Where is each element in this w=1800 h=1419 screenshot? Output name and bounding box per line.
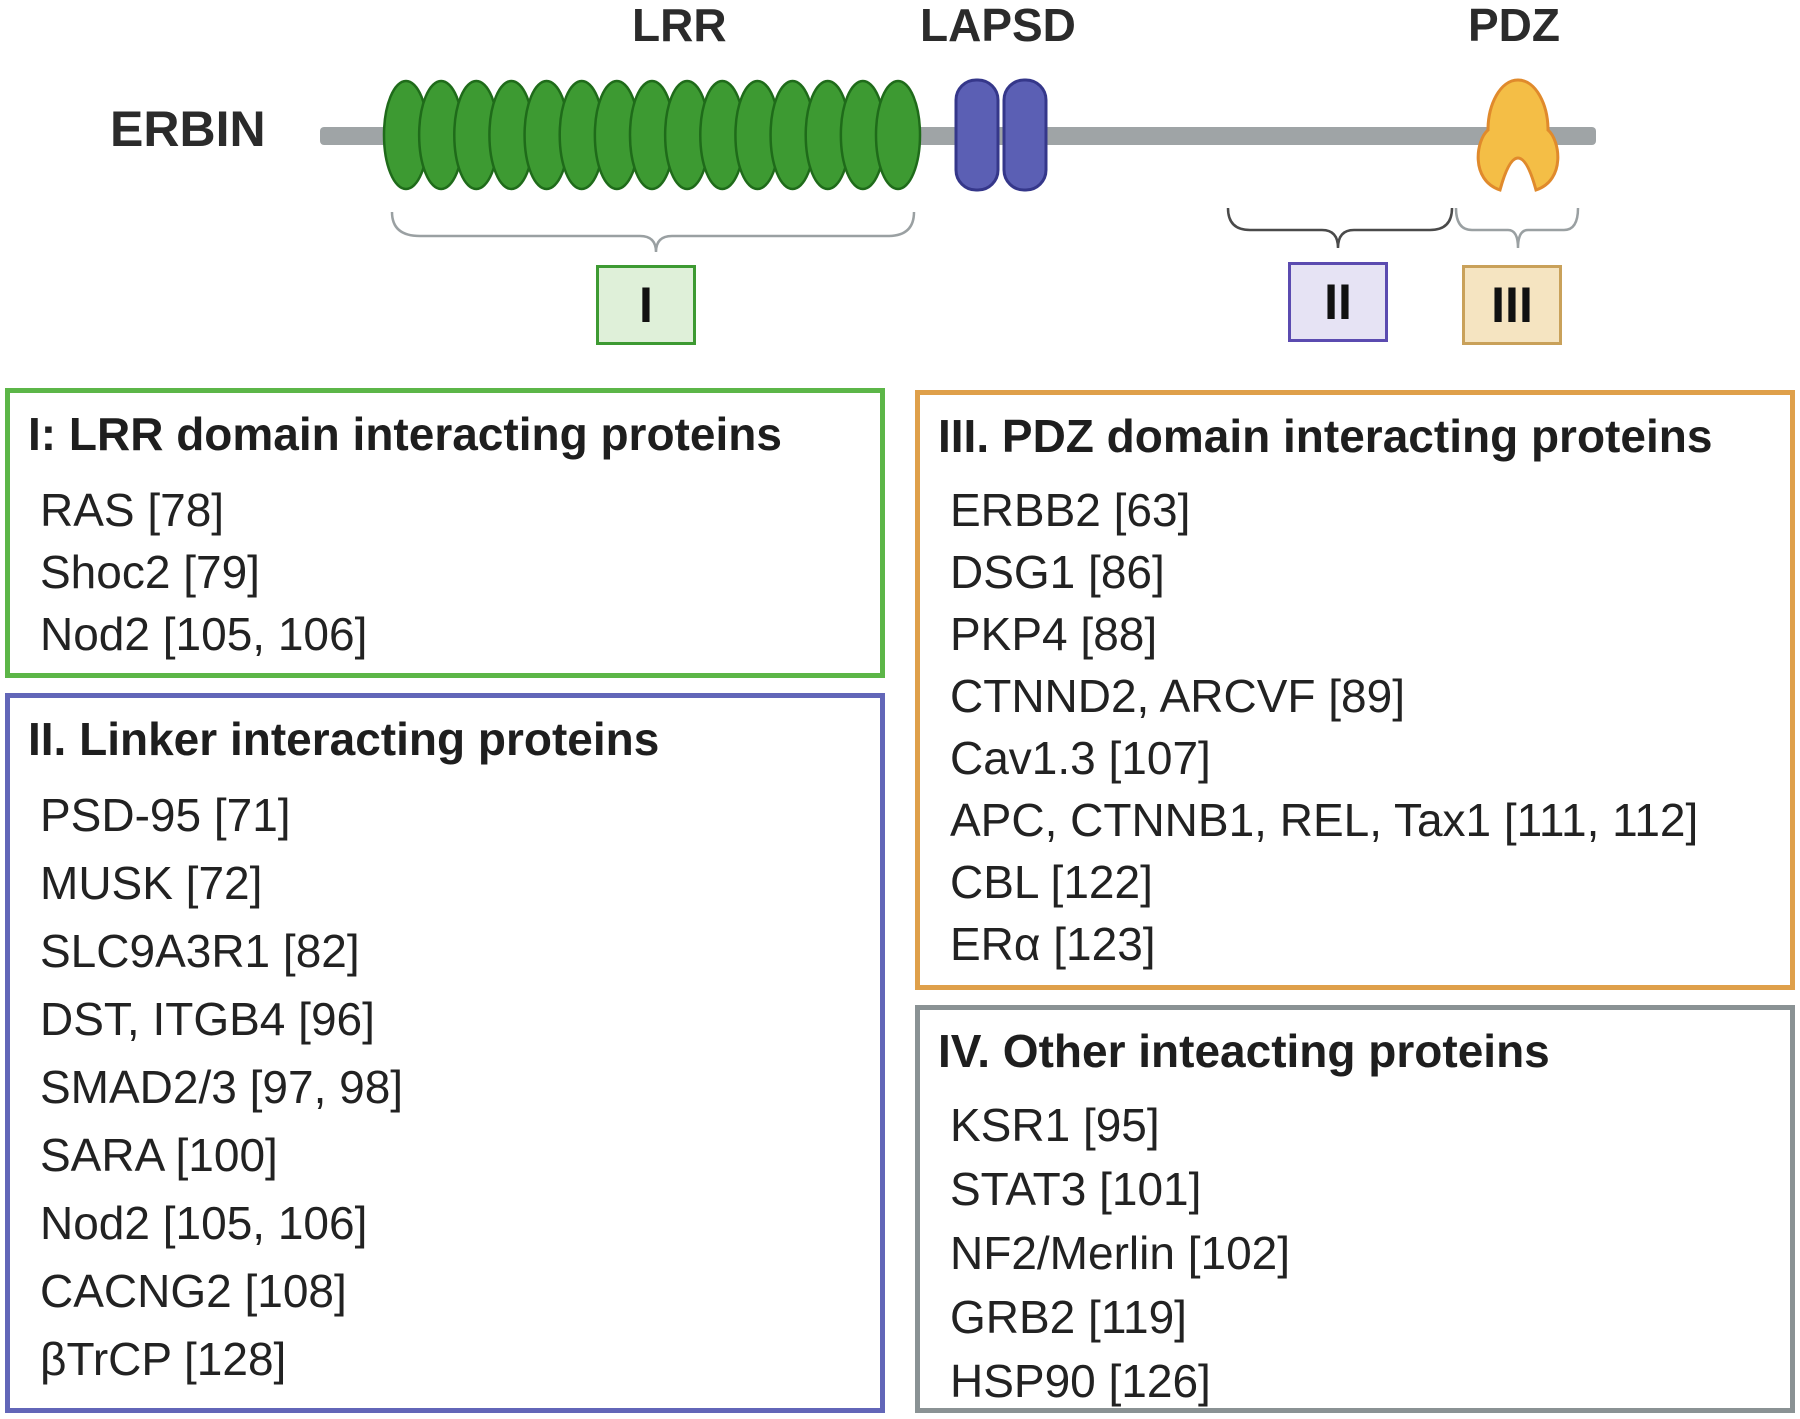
list-item: ERBB2 [63] xyxy=(950,484,1191,536)
region-box-ii: II xyxy=(1288,262,1388,342)
list-item: CTNND2, ARCVF [89] xyxy=(950,670,1405,722)
list-item: SLC9A3R1 [82] xyxy=(40,925,360,977)
brace-region-1 xyxy=(390,211,916,253)
panel-list: KSR1 [95] STAT3 [101] NF2/Merlin [102] G… xyxy=(950,1098,1290,1418)
lapsd-label: LAPSD xyxy=(920,0,1076,51)
panel-title: III. PDZ domain interacting proteins xyxy=(938,410,1713,462)
list-item: SMAD2/3 [97, 98] xyxy=(40,1061,404,1113)
lapsd-domain-2 xyxy=(1002,78,1048,192)
list-item: Nod2 [105, 106] xyxy=(40,608,368,660)
list-item: CBL [122] xyxy=(950,856,1153,908)
region-box-i: I xyxy=(596,265,696,345)
panel-linker-interactors: II. Linker interacting proteins PSD-95 [… xyxy=(5,693,885,1413)
list-item: βTrCP [128] xyxy=(40,1333,287,1385)
panel-list: ERBB2 [63] DSG1 [86] PKP4 [88] CTNND2, A… xyxy=(950,483,1698,979)
list-item: SARA [100] xyxy=(40,1129,278,1181)
protein-name: ERBIN xyxy=(110,101,266,157)
pdz-label: PDZ xyxy=(1468,0,1560,51)
list-item: STAT3 [101] xyxy=(950,1163,1202,1215)
list-item: PSD-95 [71] xyxy=(40,789,291,841)
list-item: KSR1 [95] xyxy=(950,1099,1160,1151)
lapsd-domain-1 xyxy=(954,78,1000,192)
lrr-label: LRR xyxy=(632,0,727,51)
list-item: DSG1 [86] xyxy=(950,546,1165,598)
brace-region-3 xyxy=(1454,207,1580,249)
panel-pdz-interactors: III. PDZ domain interacting proteins ERB… xyxy=(915,390,1795,990)
lrr-repeats xyxy=(382,79,922,191)
list-item: GRB2 [119] xyxy=(950,1291,1187,1343)
brace-region-2 xyxy=(1226,207,1454,249)
list-item: Nod2 [105, 106] xyxy=(40,1197,368,1249)
panel-title: II. Linker interacting proteins xyxy=(28,713,660,765)
panel-other-interactors: IV. Other inteacting proteins KSR1 [95] … xyxy=(915,1005,1795,1413)
pdz-domain xyxy=(1476,78,1560,192)
list-item: PKP4 [88] xyxy=(950,608,1158,660)
list-item: DST, ITGB4 [96] xyxy=(40,993,375,1045)
panel-list: PSD-95 [71] MUSK [72] SLC9A3R1 [82] DST,… xyxy=(40,788,403,1400)
list-item: APC, CTNNB1, REL, Tax1 [111, 112] xyxy=(950,794,1699,846)
panel-lrr-interactors: I: LRR domain interacting proteins RAS [… xyxy=(5,388,885,678)
list-item: Cav1.3 [107] xyxy=(950,732,1211,784)
list-item: NF2/Merlin [102] xyxy=(950,1227,1291,1279)
lrr-repeat xyxy=(874,79,922,191)
list-item: CACNG2 [108] xyxy=(40,1265,347,1317)
region-box-iii: III xyxy=(1462,265,1562,345)
panel-title: IV. Other inteacting proteins xyxy=(938,1025,1550,1077)
list-item: HSP90 [126] xyxy=(950,1355,1211,1407)
panel-list: RAS [78] Shoc2 [79] Nod2 [105, 106] xyxy=(40,483,367,669)
list-item: RAS [78] xyxy=(40,484,225,536)
list-item: MUSK [72] xyxy=(40,857,263,909)
panel-title: I: LRR domain interacting proteins xyxy=(28,408,782,460)
list-item: Shoc2 [79] xyxy=(40,546,260,598)
erbin-domain-diagram xyxy=(320,78,1596,253)
list-item: ERα [123] xyxy=(950,918,1156,970)
